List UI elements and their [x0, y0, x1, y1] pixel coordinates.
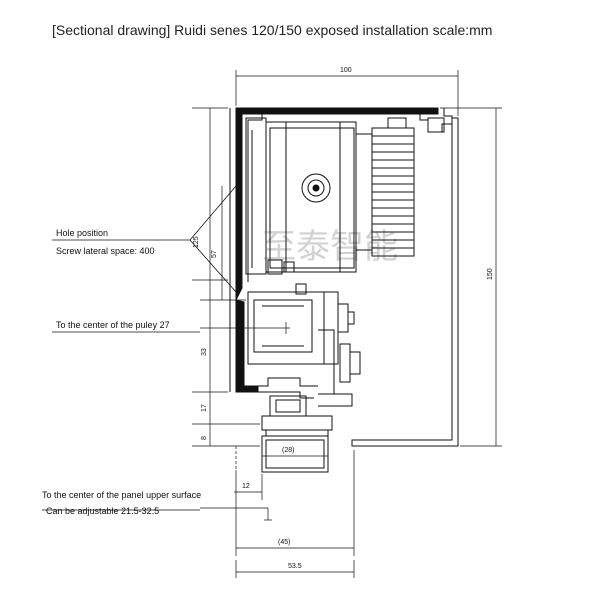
dim-8: 8	[201, 436, 208, 440]
dim-100: 100	[340, 67, 352, 74]
motor-unit	[245, 117, 415, 275]
dimension-lines	[192, 70, 502, 578]
dim-28: (28)	[282, 447, 294, 454]
dim-150: 150	[487, 268, 494, 280]
watermark-text: 至泰智能	[262, 227, 398, 267]
screw-space-label: Screw lateral space: 400	[56, 246, 155, 256]
pulley-carriage	[247, 283, 361, 473]
adjustable-label: Can be adjustable 21.5-32.5	[46, 506, 159, 516]
drawing-title: [Sectional drawing] Ruidi senes 120/150 …	[52, 22, 493, 38]
dim-17: 17	[201, 404, 208, 412]
dim-125: 125	[193, 236, 200, 248]
pulley-center-label: To the center of the puley 27	[56, 320, 170, 330]
leader-lines	[42, 185, 237, 511]
panel-center-label: To the center of the panel upper surface	[42, 490, 201, 500]
hole-position-label: Hole position	[56, 228, 108, 238]
housing-profile	[229, 107, 459, 447]
dim-12: 12	[242, 483, 250, 490]
dim-33: 33	[201, 348, 208, 356]
dim-57: 57	[211, 250, 218, 258]
dim-53-5: 53.5	[288, 563, 302, 570]
dim-45: (45)	[278, 539, 290, 546]
